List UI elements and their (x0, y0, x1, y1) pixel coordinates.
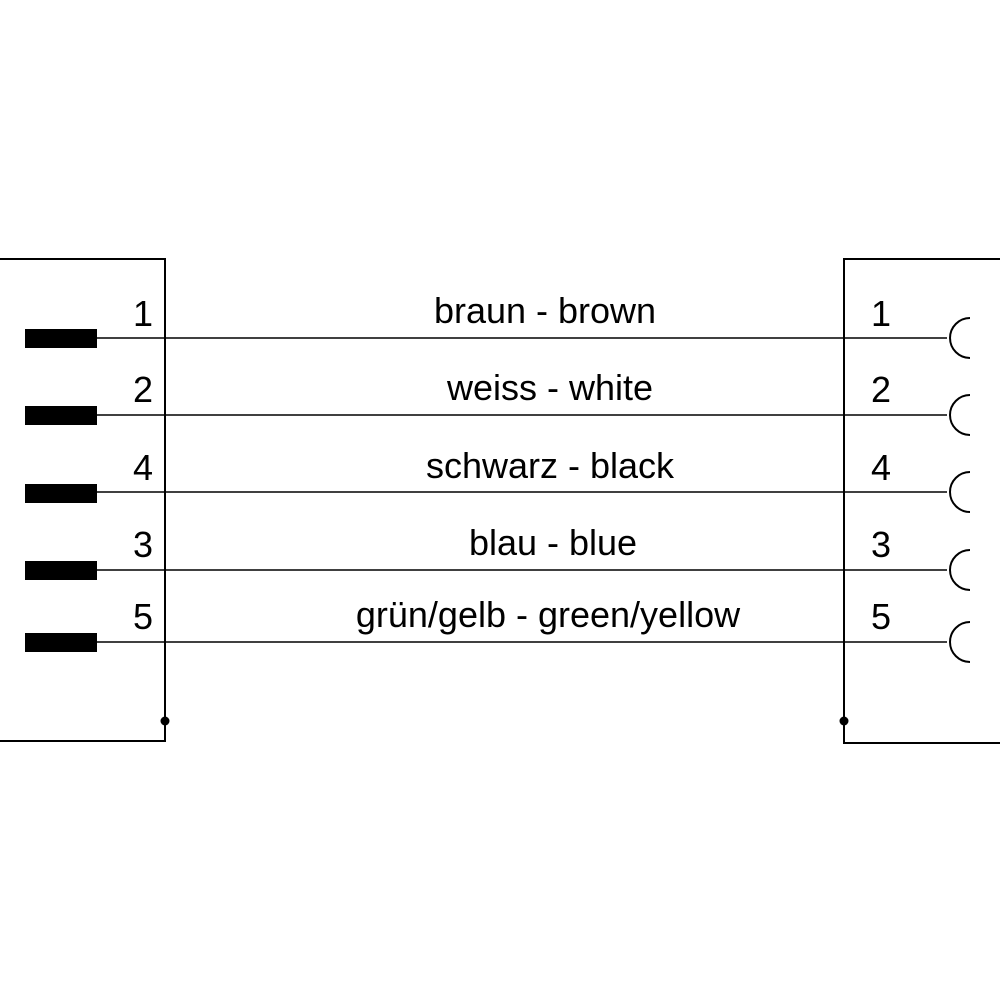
left-pin-number: 2 (133, 369, 153, 410)
wire-color-label: weiss - white (446, 367, 653, 408)
male-pin-contact (25, 484, 97, 503)
right-pin-number: 3 (871, 524, 891, 565)
female-socket-contact (949, 394, 971, 436)
right-connector-housing (843, 258, 1000, 744)
wire-color-label: schwarz - black (426, 445, 675, 486)
wire-color-label: braun - brown (434, 290, 656, 331)
left-shield-dot (160, 716, 170, 726)
male-pin-contact (25, 633, 97, 652)
wire-color-label: grün/gelb - green/yellow (356, 594, 741, 635)
left-pin-number: 1 (133, 293, 153, 334)
wire-row-1: 1 1 braun - brown (25, 290, 971, 359)
wire-color-label: blau - blue (469, 522, 637, 563)
female-socket-contact (949, 621, 971, 663)
male-pin-contact (25, 561, 97, 580)
wire-row-5: 5 5 grün/gelb - green/yellow (25, 594, 971, 663)
wire-row-2: 2 2 weiss - white (25, 367, 971, 436)
male-pin-contact (25, 406, 97, 425)
right-pin-number: 1 (871, 293, 891, 334)
female-socket-contact (949, 471, 971, 513)
wire-row-4: 3 3 blau - blue (25, 522, 971, 591)
right-pin-number: 4 (871, 447, 891, 488)
left-pin-number: 5 (133, 596, 153, 637)
right-pin-number: 2 (871, 369, 891, 410)
left-pin-number: 4 (133, 447, 153, 488)
right-shield-dot (839, 716, 849, 726)
female-socket-contact (949, 317, 971, 359)
wire-row-3: 4 4 schwarz - black (25, 445, 971, 513)
left-pin-number: 3 (133, 524, 153, 565)
left-connector-housing (0, 258, 166, 742)
female-socket-contact (949, 549, 971, 591)
right-pin-number: 5 (871, 596, 891, 637)
male-pin-contact (25, 329, 97, 348)
